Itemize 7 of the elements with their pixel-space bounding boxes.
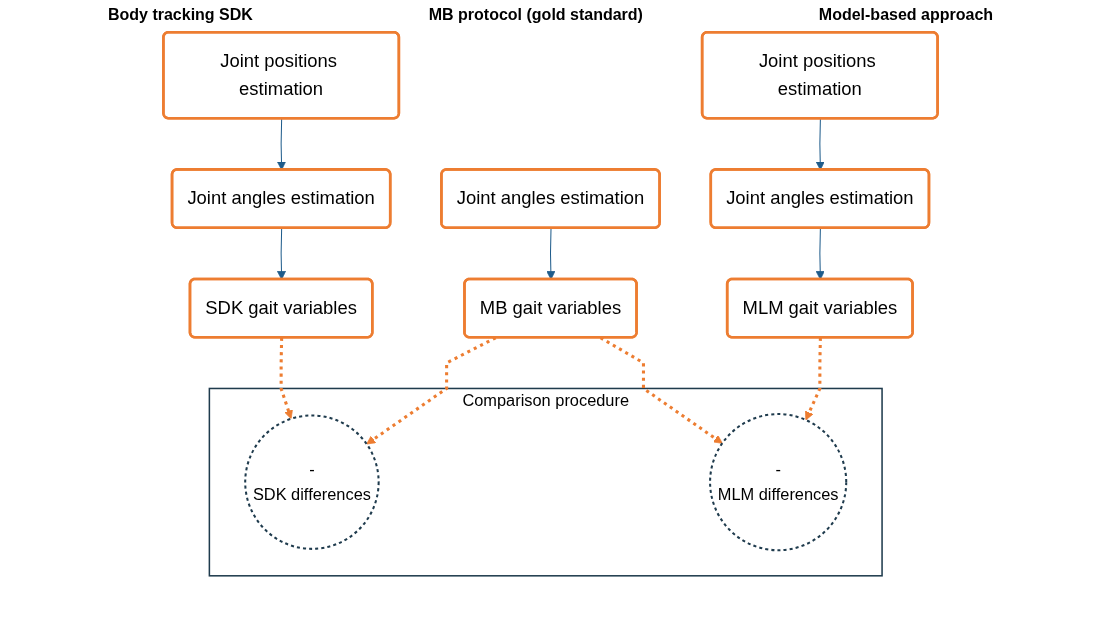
column-heading: Body tracking SDK	[107, 6, 253, 24]
arrow	[805, 337, 822, 421]
column-heading: MB protocol (gold standard)	[428, 6, 643, 24]
column-heading: Model-based approach	[818, 6, 994, 24]
arrow	[279, 337, 293, 420]
node-circle: - SDK differences	[244, 414, 380, 550]
node-circle: - MLM differences	[709, 413, 848, 552]
